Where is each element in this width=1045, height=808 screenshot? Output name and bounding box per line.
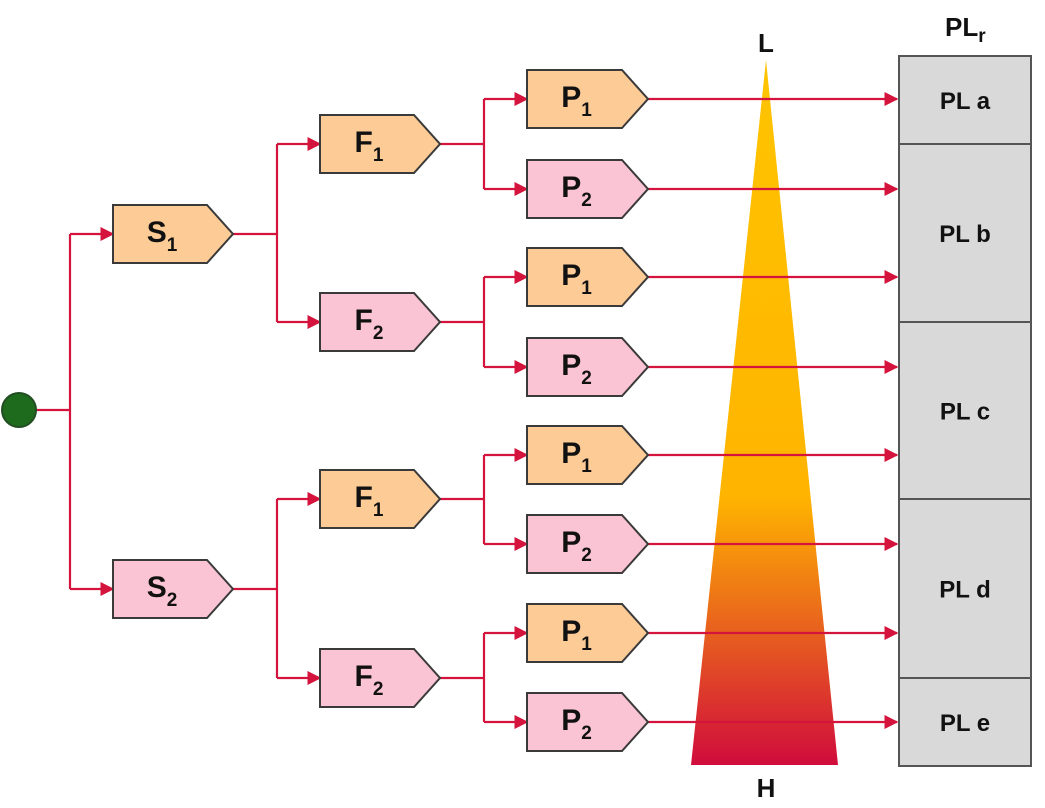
f1-bottom-node-shape bbox=[319, 469, 442, 529]
pl-level-b: PL b bbox=[939, 221, 991, 248]
f1-bottom-node-label: F1 bbox=[355, 481, 384, 521]
risk-low-label: L bbox=[758, 28, 774, 58]
f1-top-node-label: F1 bbox=[355, 126, 384, 166]
p-node-4: P2 bbox=[526, 337, 650, 397]
s2-node-label: S2 bbox=[147, 571, 178, 611]
p-node-2-label: P2 bbox=[561, 171, 592, 211]
f2-bottom-node-shape bbox=[319, 648, 442, 708]
f1-top-node: F1 bbox=[319, 114, 442, 174]
p-node-3: P1 bbox=[526, 247, 650, 307]
pl-required-header: PLr bbox=[945, 12, 986, 47]
p-node-3-label: P1 bbox=[561, 259, 592, 299]
pl-column-frame bbox=[898, 55, 1032, 767]
p-node-1: P1 bbox=[526, 69, 650, 129]
p-node-8-label: P2 bbox=[561, 704, 592, 744]
p-node-8: P2 bbox=[526, 692, 650, 752]
risk-scale-triangle bbox=[691, 60, 838, 765]
p-node-6-label: P2 bbox=[561, 526, 592, 566]
p-node-6: P2 bbox=[526, 514, 650, 574]
f2-top-node-label: F2 bbox=[355, 304, 384, 344]
p-node-7: P1 bbox=[526, 603, 650, 663]
f2-bottom-node: F2 bbox=[319, 648, 442, 708]
pl-level-column: PL a PL b PL c PL d PL e bbox=[898, 55, 1032, 767]
s2-node-shape bbox=[112, 559, 235, 619]
s1-node-shape bbox=[112, 204, 235, 264]
p-node-4-label: P2 bbox=[561, 349, 592, 389]
p-node-5: P1 bbox=[526, 425, 650, 485]
p-node-4-shape bbox=[526, 337, 650, 397]
s1-node-label: S1 bbox=[147, 216, 178, 256]
p-node-1-shape bbox=[526, 69, 650, 129]
f2-bottom-node-label: F2 bbox=[355, 660, 384, 700]
s2-node: S2 bbox=[112, 559, 235, 619]
f2-top-node-shape bbox=[319, 292, 442, 352]
pl-level-c: PL c bbox=[940, 399, 990, 426]
p-node-3-shape bbox=[526, 247, 650, 307]
p-node-6-shape bbox=[526, 514, 650, 574]
pl-level-a: PL a bbox=[940, 88, 991, 115]
p-node-2: P2 bbox=[526, 159, 650, 219]
p-node-7-label: P1 bbox=[561, 615, 592, 655]
f1-bottom-node: F1 bbox=[319, 469, 442, 529]
p-node-5-shape bbox=[526, 425, 650, 485]
pl-level-e: PL e bbox=[940, 710, 990, 737]
f2-top-node: F2 bbox=[319, 292, 442, 352]
p-node-8-shape bbox=[526, 692, 650, 752]
risk-high-label: H bbox=[757, 773, 776, 803]
connector-lines bbox=[36, 92, 899, 729]
p-node-7-shape bbox=[526, 603, 650, 663]
p-node-2-shape bbox=[526, 159, 650, 219]
f1-top-node-shape bbox=[319, 114, 442, 174]
p-node-1-label: P1 bbox=[561, 81, 592, 121]
s1-node: S1 bbox=[112, 204, 235, 264]
start-node-icon bbox=[1, 392, 37, 428]
pl-level-d: PL d bbox=[939, 577, 991, 604]
p-node-5-label: P1 bbox=[561, 437, 592, 477]
